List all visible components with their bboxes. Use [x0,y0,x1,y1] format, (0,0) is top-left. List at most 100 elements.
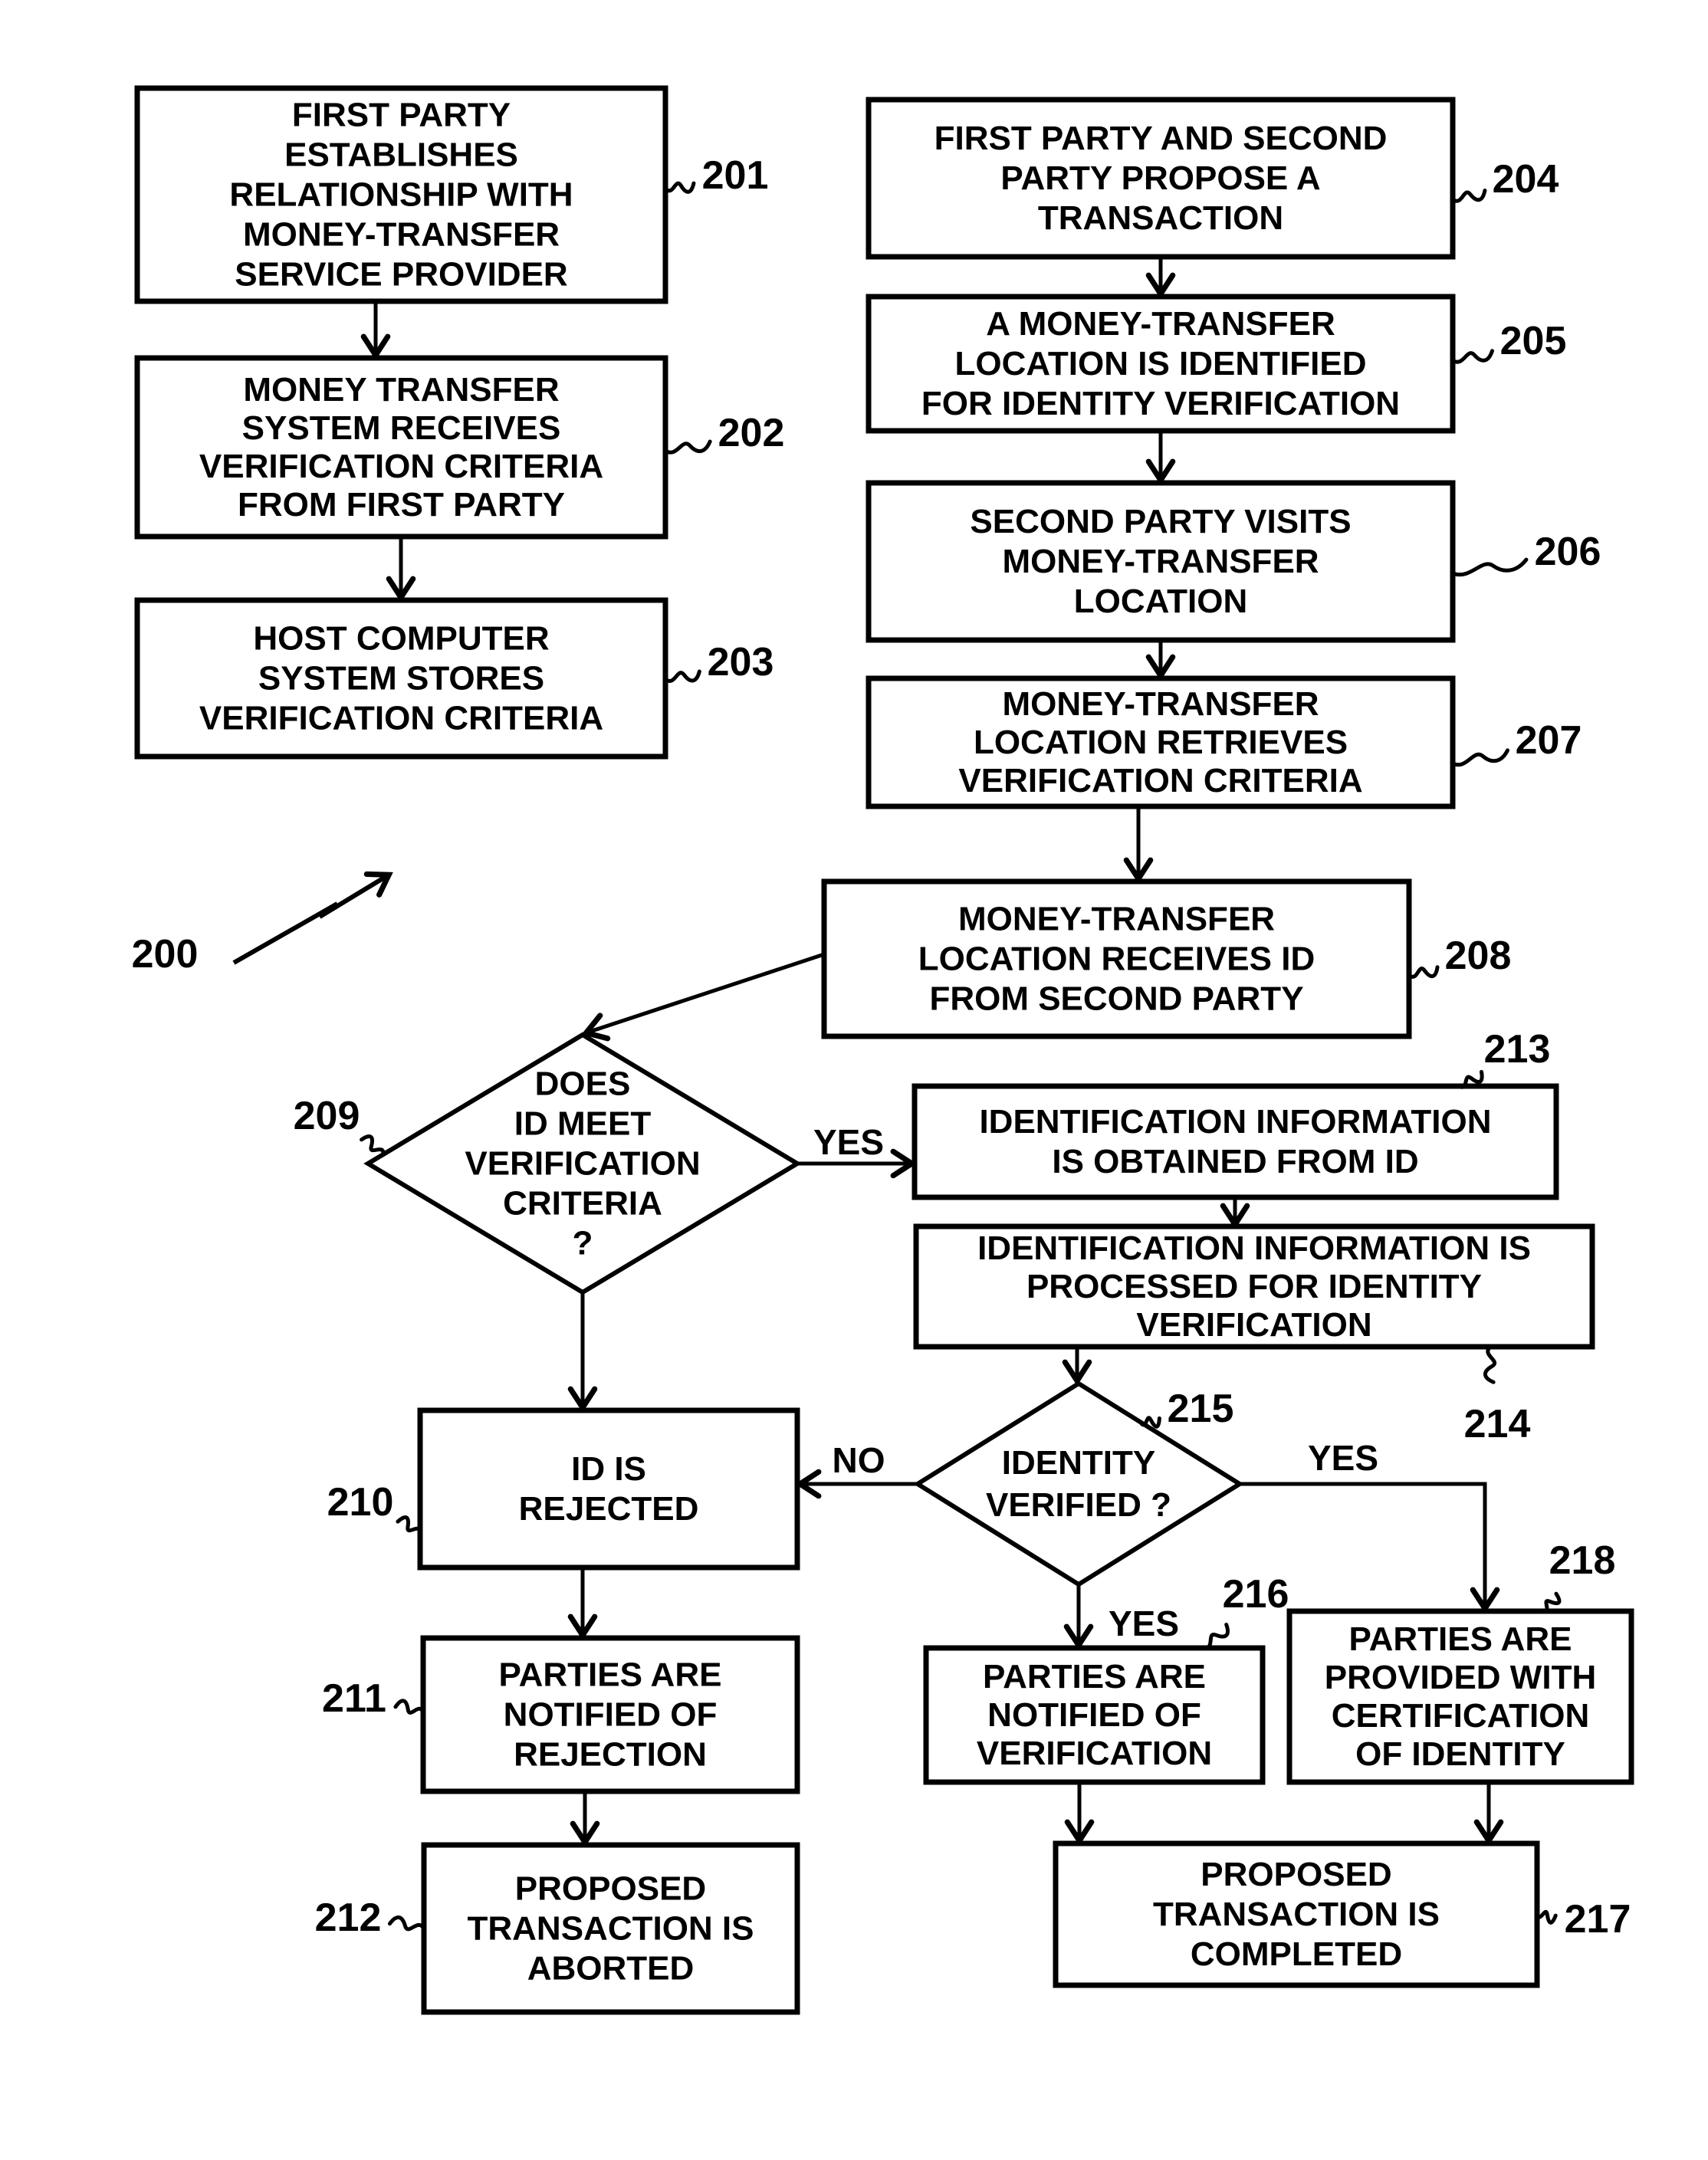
flow-node-215-text-line-0: IDENTITY [1002,1444,1155,1482]
flow-node-218-text-line-1: PROVIDED WITH [1325,1659,1596,1696]
ref-label-210-number: 210 [327,1480,394,1525]
flow-node-213-text-line-1: IS OBTAINED FROM ID [1052,1143,1418,1180]
flow-node-209-text-line-3: CRITERIA [503,1185,662,1223]
flow-node-212-box [421,1842,800,2015]
ref-label-202: 202 [663,411,784,455]
flow-node-208-text-line-0: MONEY-TRANSFER [958,901,1275,938]
edge-215-216-yes-label: YES [1109,1604,1179,1643]
flow-node-207-box [865,675,1456,809]
ref-label-204-leader [1450,189,1487,203]
ref-label-207-number: 207 [1516,718,1582,763]
ref-label-203-leader [663,669,701,683]
flow-node-212-text-line-0: PROPOSED [515,1870,706,1908]
ref-label-208-number: 208 [1445,934,1512,978]
ref-label-201-leader [663,181,696,194]
ref-label-207-leader [1450,748,1510,767]
flow-node-203-text-line-2: VERIFICATION CRITERIA [199,700,603,737]
flow-node-209-text-line-1: ID MEET [514,1105,652,1143]
flow-node-201-box [134,85,668,304]
edge-215-218-yes: YES [1240,1438,1500,1614]
flow-node-201-text-line-2: RELATIONSHIP WITH [229,176,573,214]
flow-node-212-text-line-2: ABORTED [527,1950,695,1988]
flow-node-206-text-line-2: LOCATION [1074,583,1248,620]
flow-node-217-box [1053,1840,1540,1988]
flow-node-207-text-line-2: VERIFICATION CRITERIA [958,762,1362,799]
ref-label-218-number: 218 [1549,1538,1616,1583]
ref-label-204-number: 204 [1493,157,1559,202]
ref-label-217-leader [1535,1909,1558,1925]
flow-node-209-text-line-4: ? [573,1225,593,1262]
edge-215-210-no: NO [794,1440,918,1499]
flow-node-202-text-line-1: SYSTEM RECEIVES [242,409,561,447]
edge-215-218-yes-label: YES [1308,1438,1378,1478]
flow-node-210-text-line-0: ID IS [571,1450,646,1488]
ref-label-210-leader [396,1515,422,1535]
flow-node-208-text-line-1: LOCATION RECEIVES ID [918,940,1315,978]
flow-node-217-text-line-2: COMPLETED [1191,1935,1402,1973]
flow-node-215-diamond [913,1380,1244,1587]
ref-label-212-leader [387,1915,426,1932]
ref-label-202-leader [663,439,712,455]
ref-label-205: 205 [1450,319,1567,364]
flow-node-214-text-line-1: PROCESSED FOR IDENTITY [1026,1268,1482,1305]
flow-node-206-box [865,480,1456,643]
flow-node-206-text-line-1: MONEY-TRANSFER [1002,543,1319,580]
ref-label-211-number: 211 [322,1676,386,1721]
ref-label-213-number: 213 [1484,1027,1551,1072]
ref-label-213-leader [1457,1069,1484,1089]
flow-node-211-text-line-2: REJECTION [514,1736,707,1774]
flow-node-214-box [913,1223,1595,1350]
flow-node-204-text-line-2: TRANSACTION [1038,199,1283,237]
ref-label-204: 204 [1450,157,1559,203]
flow-node-201-text-line-3: MONEY-TRANSFER [243,216,560,254]
edge-208-209 [581,952,825,1042]
flow-node-218-text-line-3: OF IDENTITY [1355,1735,1565,1773]
flow-node-202-text-line-2: VERIFICATION CRITERIA [199,448,603,485]
flow-node-211-box [420,1635,800,1794]
ref-label-205-leader [1450,349,1494,364]
edge-209-213-yes-label: YES [813,1122,884,1162]
flow-node-205-text-line-2: FOR IDENTITY VERIFICATION [921,385,1400,422]
flow-node-203-box [134,597,668,760]
flow-node-209-text-line-0: DOES [535,1065,631,1103]
flow-node-205-text-line-1: LOCATION IS IDENTIFIED [955,345,1367,382]
flow-node-209-text-line-2: VERIFICATION [465,1145,700,1183]
ref-label-209-number: 209 [294,1094,360,1138]
ref-label-215-number: 215 [1168,1387,1234,1431]
ref-label-215: 215 [1138,1387,1234,1431]
flow-node-212-text-line-1: TRANSACTION IS [468,1910,754,1948]
ref-label-214-number: 214 [1464,1402,1531,1446]
ref-label-203: 203 [663,640,774,684]
flow-node-214-text-line-0: IDENTIFICATION INFORMATION IS [977,1229,1531,1267]
ref-label-206-leader [1450,557,1529,577]
flow-node-210-box [417,1407,800,1571]
ref-label-212: 212 [315,1896,426,1940]
flow-node-204-text-line-1: PARTY PROPOSE A [1000,159,1320,197]
flow-node-213-text-line-0: IDENTIFICATION INFORMATION [979,1103,1491,1141]
ref-label-205-number: 205 [1500,319,1567,363]
flow-node-206-text-line-0: SECOND PARTY VISITS [970,503,1351,540]
ref-label-208: 208 [1407,934,1512,979]
ref-label-206: 206 [1450,530,1601,577]
ref-label-217-number: 217 [1565,1897,1631,1942]
reference-labels-layer: 2012022032042052062072082092102112122132… [132,153,1631,1942]
flow-node-218-text-line-0: PARTIES ARE [1349,1620,1572,1658]
figure-reference-200-pointer-arrow [232,871,393,965]
flow-node-208-text-line-2: FROM SECOND PARTY [929,980,1303,1018]
flow-node-216-text-line-2: VERIFICATION [977,1735,1212,1772]
flow-node-211-text-line-0: PARTIES ARE [499,1656,722,1694]
ref-label-216: 216 [1201,1572,1289,1650]
ref-label-208-leader [1407,965,1440,979]
flow-node-208-box [821,878,1412,1039]
edge-215-210-no-label: NO [833,1440,885,1480]
